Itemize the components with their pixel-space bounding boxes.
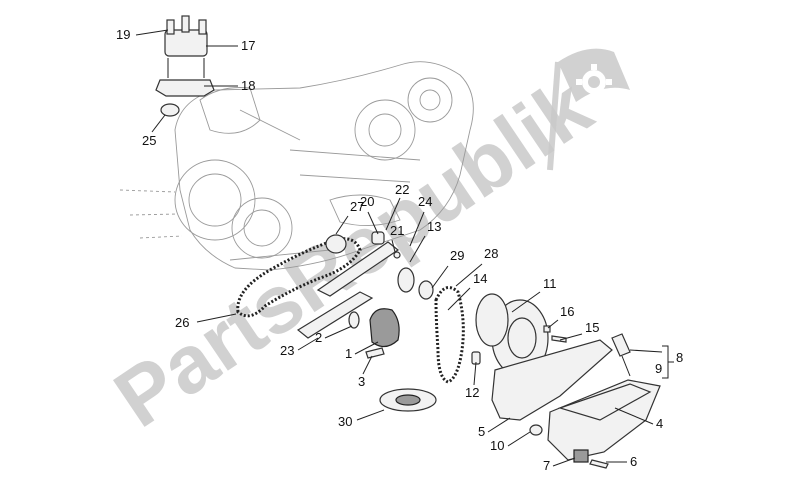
- callout-20: 20: [360, 194, 374, 209]
- part-2-ring: [348, 311, 360, 329]
- callout-30: 30: [338, 414, 352, 429]
- leader-line-30: [356, 409, 385, 421]
- part-13-sprocket: [397, 267, 415, 293]
- part-29-washer: [418, 280, 434, 300]
- callout-9: 9: [655, 361, 662, 376]
- leader-line-29: [431, 265, 449, 289]
- part-20-bush: [371, 231, 385, 245]
- part-14-gasket: [475, 293, 509, 347]
- callout-26: 26: [175, 315, 189, 330]
- callout-16: 16: [560, 304, 574, 319]
- callout-17: 17: [241, 38, 255, 53]
- callout-18: 18: [241, 78, 255, 93]
- leader-line-1: [354, 341, 379, 355]
- callout-11: 11: [543, 276, 557, 291]
- callout-12: 12: [465, 385, 479, 400]
- callout-labels: 1234567891011121314151617181920212223242…: [116, 27, 683, 473]
- leader-line-9: [629, 349, 663, 353]
- leader-line-23: [297, 337, 319, 351]
- leader-line-22: [385, 197, 401, 231]
- callout-5: 5: [478, 424, 485, 439]
- callout-bracket-8-9: [629, 345, 674, 379]
- callout-28: 28: [484, 246, 498, 261]
- part-16-pin: [543, 325, 551, 333]
- engine-casing-sketch: [119, 61, 474, 271]
- callout-23: 23: [280, 343, 294, 358]
- part-30-gear-hub: [395, 394, 421, 406]
- leader-line-4: [614, 407, 654, 425]
- part-5-gasket: [491, 339, 613, 421]
- leader-line-25: [151, 114, 166, 133]
- part-11-cover-inner: [507, 317, 537, 359]
- leader-line-7: [552, 457, 576, 467]
- bracket-line: [662, 345, 674, 379]
- callout-1: 1: [345, 346, 352, 361]
- leader-line-24: [409, 211, 425, 247]
- part-1-oil-pump: [369, 308, 400, 348]
- part-25-o-ring: [160, 103, 180, 117]
- part-7-bracket: [573, 449, 589, 463]
- part-19-bolt-right: [198, 19, 207, 35]
- leader-line-19: [135, 29, 169, 36]
- leader-line-2: [324, 325, 353, 339]
- callout-13: 13: [427, 219, 441, 234]
- part-22-guide: [316, 241, 400, 297]
- callout-4: 4: [656, 416, 663, 431]
- callout-8: 8: [676, 350, 683, 365]
- callout-25: 25: [142, 133, 156, 148]
- leader-line-5: [487, 417, 511, 433]
- callout-22: 22: [395, 182, 409, 197]
- leader-line-15: [559, 333, 583, 341]
- leader-line-12: [473, 361, 477, 386]
- leader-line-11: [511, 291, 541, 313]
- part-19-bolt-mid: [181, 15, 190, 33]
- leader-line-3: [362, 355, 373, 375]
- gear-flag-icon: [547, 48, 630, 171]
- callout-19: 19: [116, 27, 130, 42]
- leader-line-20: [367, 211, 379, 235]
- leader-line-16: [547, 319, 559, 329]
- leader-line-10: [507, 431, 531, 447]
- callout-21: 21: [390, 223, 404, 238]
- leader-line-13: [409, 235, 426, 263]
- leader-line-26: [196, 313, 237, 323]
- part-3-screw: [365, 347, 385, 359]
- part-8-dipstick: [611, 333, 631, 357]
- callout-10: 10: [490, 438, 504, 453]
- callout-6: 6: [630, 454, 637, 469]
- leader-lines: [135, 29, 654, 467]
- callout-14: 14: [473, 271, 487, 286]
- part-21-bolt: [393, 251, 401, 259]
- leader-line-21: [391, 239, 396, 253]
- callout-3: 3: [358, 374, 365, 389]
- part-10-plug: [529, 424, 543, 436]
- part-27-sprocket: [325, 234, 347, 254]
- part-4-oil-pan-top: [558, 383, 652, 421]
- part-6-bolt: [589, 459, 609, 469]
- callout-24: 24: [418, 194, 432, 209]
- oil-pump-cover-assembly: [155, 15, 215, 117]
- part-23-tensioner: [296, 291, 374, 339]
- callout-2: 2: [315, 330, 322, 345]
- part-26-chain: [236, 237, 362, 318]
- callout-15: 15: [585, 320, 599, 335]
- part-19-bolt-left: [166, 19, 175, 35]
- callout-29: 29: [450, 248, 464, 263]
- callout-27: 27: [350, 199, 364, 214]
- leader-line-28: [455, 263, 483, 287]
- callout-7: 7: [543, 458, 550, 473]
- leader-line-14: [447, 287, 471, 311]
- part-15-screw: [551, 335, 567, 343]
- part-28-chain: [434, 286, 465, 384]
- leader-line-27: [335, 215, 349, 235]
- part-18-gasket: [155, 79, 215, 97]
